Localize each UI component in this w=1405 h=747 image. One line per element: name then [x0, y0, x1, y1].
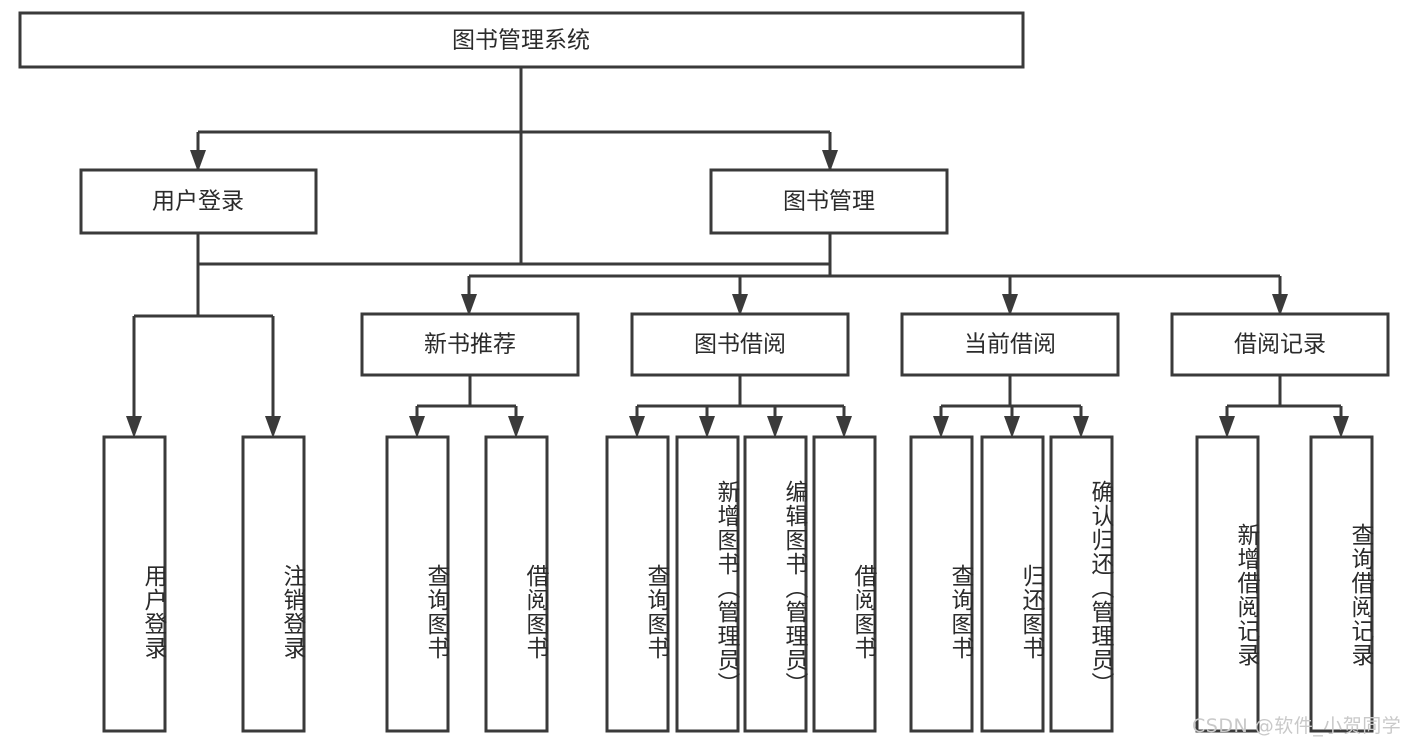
arrow-to-book-manage: [822, 150, 838, 172]
node-leaf-logout[interactable]: [241, 435, 306, 733]
node-leaf-borrow-book-rec[interactable]: [484, 435, 549, 733]
arrow-userlogin-c1: [126, 416, 142, 438]
arrow-nb-c2: [508, 416, 524, 438]
node-leaf-edit-book[interactable]: [743, 435, 808, 733]
arrow-cb-c3: [1073, 416, 1089, 438]
node-book-manage[interactable]: 图书管理: [709, 168, 949, 235]
arrow-bm-c4: [1272, 294, 1288, 316]
node-leaf-confirm-return[interactable]: [1049, 435, 1114, 733]
arrow-br-c2: [1333, 416, 1349, 438]
node-leaf-add-book[interactable]: [675, 435, 740, 733]
node-current-borrow-label: 当前借阅: [964, 332, 1056, 358]
arrow-cb-c2: [1004, 416, 1020, 438]
arrow-bm-c2: [732, 294, 748, 316]
node-new-book-recommend[interactable]: 新书推荐: [360, 312, 580, 377]
node-book-borrow[interactable]: 图书借阅: [630, 312, 850, 377]
node-leaf-query-book-rec[interactable]: [385, 435, 450, 733]
node-leaf-query-book-bor[interactable]: [605, 435, 670, 733]
node-leaf-borrow-book-bor[interactable]: [812, 435, 877, 733]
node-leaf-return-book[interactable]: [980, 435, 1045, 733]
arrow-bm-c1: [461, 294, 477, 316]
node-root-label: 图书管理系统: [452, 28, 590, 54]
node-current-borrow[interactable]: 当前借阅: [900, 312, 1120, 377]
arrow-cb-c1: [933, 416, 949, 438]
arrow-nb-c1: [409, 416, 425, 438]
node-leaf-query-book-cur[interactable]: [909, 435, 974, 733]
node-new-book-recommend-label: 新书推荐: [424, 332, 516, 358]
node-book-manage-label: 图书管理: [783, 189, 875, 215]
arrow-bb-c3: [767, 416, 783, 438]
node-leaf-query-record[interactable]: [1309, 435, 1374, 733]
arrow-bb-c1: [629, 416, 645, 438]
node-book-borrow-label: 图书借阅: [694, 332, 786, 358]
arrow-bm-c3: [1002, 294, 1018, 316]
arrow-to-user-login: [190, 150, 206, 172]
arrow-userlogin-c2: [265, 416, 281, 438]
node-user-login[interactable]: 用户登录: [79, 168, 318, 235]
node-borrow-record[interactable]: 借阅记录: [1170, 312, 1390, 377]
node-root[interactable]: 图书管理系统: [18, 11, 1025, 69]
watermark-text: CSDN @软件_小贺同学: [1192, 715, 1402, 737]
arrow-br-c1: [1219, 416, 1235, 438]
node-borrow-record-label: 借阅记录: [1234, 332, 1326, 358]
node-user-login-label: 用户登录: [152, 189, 244, 215]
arrow-bb-c2: [699, 416, 715, 438]
node-leaf-user-login[interactable]: [102, 435, 167, 733]
arrow-bb-c4: [836, 416, 852, 438]
node-leaf-add-record[interactable]: [1195, 435, 1260, 733]
